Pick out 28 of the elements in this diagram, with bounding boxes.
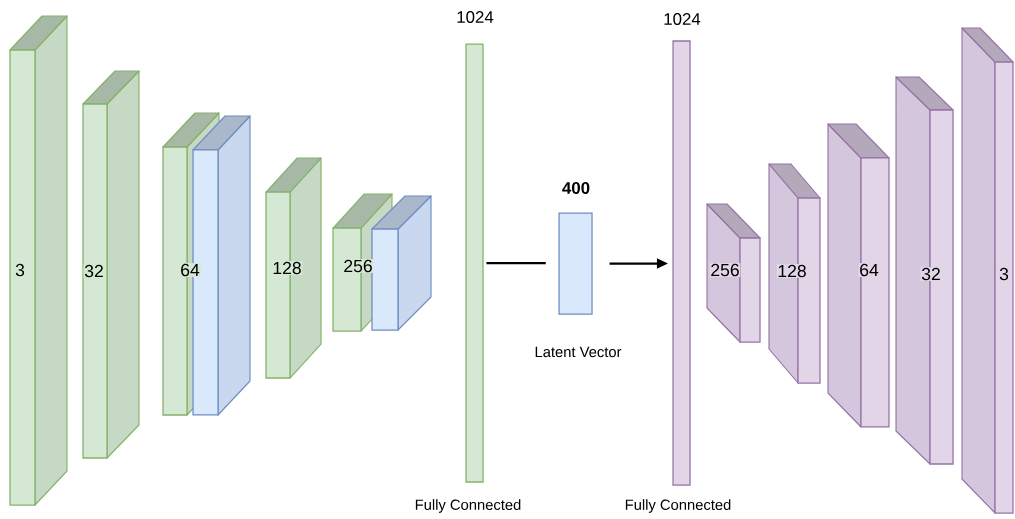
layer-label: 64 [858, 263, 880, 277]
layer-label: 64 [179, 263, 201, 277]
layer-label: 128 [271, 261, 303, 275]
layer-label: 32 [920, 267, 942, 281]
layer-label: 256 [342, 259, 374, 273]
caption-label: Latent Vector [535, 346, 622, 358]
fully-connected-bar [672, 40, 691, 486]
layer-block [895, 76, 954, 465]
layer-block [768, 163, 821, 384]
layer-block [371, 195, 432, 331]
size-label: 400 [562, 182, 590, 194]
layer-label: 3 [998, 267, 1010, 281]
layer-block [961, 27, 1014, 514]
caption-label: Fully Connected [415, 499, 521, 513]
fully-connected-bar [465, 43, 484, 483]
caption-label: Fully Connected [625, 499, 731, 513]
latent-vector-box [558, 212, 593, 315]
layer-block [9, 15, 68, 506]
layer-label: 32 [83, 264, 105, 278]
layer-block [82, 70, 140, 459]
size-label: 1024 [664, 13, 701, 25]
layer-block [265, 157, 322, 379]
size-label: 1024 [457, 11, 494, 23]
layer-label: 128 [776, 264, 808, 278]
layer-label: 3 [14, 263, 26, 277]
layer-block [706, 203, 761, 343]
layer-block [827, 123, 890, 428]
layer-label: 256 [709, 263, 741, 277]
